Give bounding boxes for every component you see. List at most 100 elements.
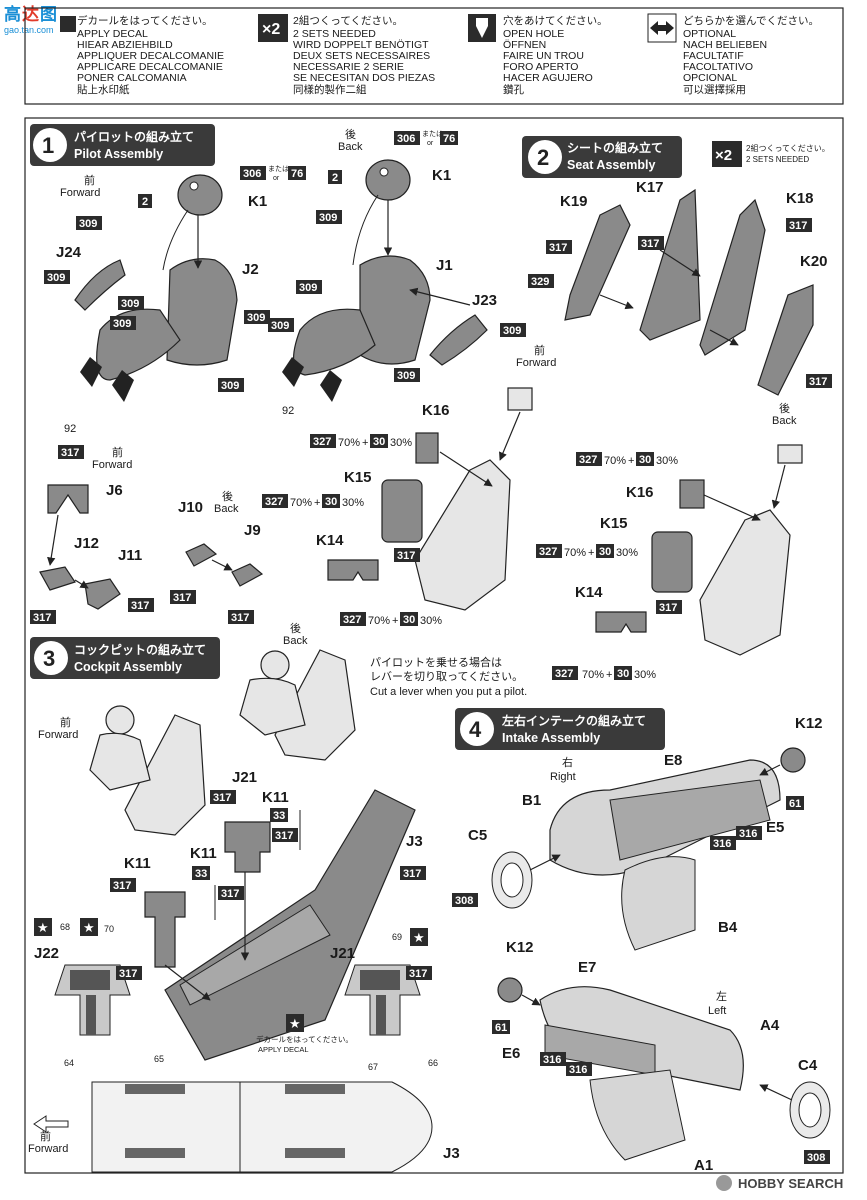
svg-text:+: + bbox=[628, 455, 634, 467]
svg-text:B4: B4 bbox=[718, 919, 738, 936]
svg-text:E8: E8 bbox=[664, 752, 682, 769]
svg-text:J21: J21 bbox=[330, 945, 355, 962]
svg-text:穴をあけてください。: 穴をあけてください。 bbox=[503, 14, 608, 27]
svg-text:NECESSARIE 2 SERIE: NECESSARIE 2 SERIE bbox=[293, 61, 404, 73]
svg-text:309: 309 bbox=[271, 320, 289, 332]
svg-text:シートの組み立て: シートの組み立て bbox=[567, 140, 663, 155]
svg-text:70%: 70% bbox=[582, 669, 604, 681]
svg-text:66: 66 bbox=[428, 1058, 438, 1068]
svg-text:後: 後 bbox=[779, 401, 790, 415]
svg-text:または: または bbox=[268, 165, 289, 173]
svg-text:前: 前 bbox=[60, 715, 71, 729]
step3-direction: 前 Forward 後 Back bbox=[38, 621, 308, 741]
svg-text:×2: ×2 bbox=[715, 147, 732, 164]
svg-text:30%: 30% bbox=[656, 455, 678, 467]
svg-text:2: 2 bbox=[332, 172, 338, 184]
svg-text:K18: K18 bbox=[786, 190, 814, 207]
svg-text:317: 317 bbox=[641, 238, 659, 250]
svg-text:前: 前 bbox=[84, 173, 95, 187]
svg-text:FAIRE UN TROU: FAIRE UN TROU bbox=[503, 50, 584, 62]
svg-text:317: 317 bbox=[173, 592, 191, 604]
legend-twice: 2組つくってください。 2 SETS NEEDED WIRD DOPPELT B… bbox=[293, 14, 435, 96]
svg-text:+: + bbox=[314, 497, 320, 509]
svg-text:309: 309 bbox=[397, 370, 415, 382]
svg-text:316: 316 bbox=[569, 1064, 587, 1076]
right-intake: 右 Right bbox=[491, 747, 806, 951]
svg-text:327: 327 bbox=[539, 546, 557, 558]
svg-text:FACOLTATIVO: FACOLTATIVO bbox=[683, 61, 753, 73]
svg-text:+: + bbox=[392, 615, 398, 627]
svg-text:+: + bbox=[588, 547, 594, 559]
svg-text:C5: C5 bbox=[468, 827, 487, 844]
svg-text:デカールをはってください。: デカールをはってください。 bbox=[77, 14, 213, 27]
svg-text:2組つくってください。: 2組つくってください。 bbox=[746, 143, 830, 153]
step1-labels-left: 2 306 または or 76 K1 J2 J24 309 309 309 30… bbox=[44, 165, 306, 435]
svg-text:デカールをはってください。: デカールをはってください。 bbox=[256, 1034, 353, 1044]
svg-text:HOBBY SEARCH: HOBBY SEARCH bbox=[738, 1176, 843, 1191]
svg-text:70%: 70% bbox=[338, 437, 360, 449]
svg-text:70%: 70% bbox=[604, 455, 626, 467]
svg-text:316: 316 bbox=[543, 1054, 561, 1066]
svg-text:パイロットの組み立て: パイロットの組み立て bbox=[74, 129, 194, 144]
svg-text:DEUX SETS NECESSAIRES: DEUX SETS NECESSAIRES bbox=[293, 50, 430, 62]
svg-text:Intake Assembly: Intake Assembly bbox=[502, 731, 600, 745]
svg-text:gao.tan.com: gao.tan.com bbox=[4, 25, 54, 35]
svg-text:J1: J1 bbox=[436, 257, 453, 274]
svg-text:70%: 70% bbox=[564, 547, 586, 559]
svg-text:または: または bbox=[422, 130, 443, 138]
svg-text:达: 达 bbox=[22, 4, 39, 24]
svg-text:30%: 30% bbox=[420, 615, 442, 627]
svg-text:HIEAR ABZIEHBILD: HIEAR ABZIEHBILD bbox=[77, 39, 173, 51]
svg-text:317: 317 bbox=[113, 880, 131, 892]
svg-text:J24: J24 bbox=[56, 244, 82, 261]
svg-text:Forward: Forward bbox=[28, 1143, 68, 1155]
svg-text:70: 70 bbox=[104, 924, 114, 934]
svg-text:APPLY DECAL: APPLY DECAL bbox=[77, 28, 148, 40]
seated-pilot-left bbox=[89, 705, 206, 836]
svg-text:30%: 30% bbox=[342, 497, 364, 509]
svg-text:316: 316 bbox=[713, 838, 731, 850]
svg-text:67: 67 bbox=[368, 1062, 378, 1072]
svg-text:30: 30 bbox=[599, 546, 611, 558]
svg-text:308: 308 bbox=[807, 1152, 825, 1164]
svg-text:パイロットを乗せる場合は: パイロットを乗せる場合は bbox=[370, 655, 502, 669]
svg-text:同樣的製作二組: 同樣的製作二組 bbox=[293, 83, 367, 96]
left-intake: 左 Left bbox=[497, 977, 831, 1161]
svg-text:どちらかを選んでください。: どちらかを選んでください。 bbox=[683, 14, 819, 27]
svg-text:327: 327 bbox=[265, 496, 283, 508]
svg-text:317: 317 bbox=[33, 612, 51, 624]
svg-text:30: 30 bbox=[325, 496, 337, 508]
svg-text:309: 309 bbox=[299, 282, 317, 294]
svg-text:309: 309 bbox=[319, 212, 337, 224]
svg-text:309: 309 bbox=[121, 298, 139, 310]
svg-text:A4: A4 bbox=[760, 1017, 780, 1034]
svg-text:K12: K12 bbox=[795, 715, 823, 732]
hobby-search-watermark: HOBBY SEARCH bbox=[716, 1175, 843, 1191]
svg-text:J12: J12 bbox=[74, 535, 99, 552]
svg-text:76: 76 bbox=[291, 168, 303, 180]
panel-j21: J21 69 ★ 317 bbox=[330, 928, 432, 1036]
svg-text:or: or bbox=[273, 175, 280, 182]
svg-text:前: 前 bbox=[112, 445, 123, 459]
svg-text:317: 317 bbox=[397, 550, 415, 562]
svg-text:J10: J10 bbox=[178, 499, 203, 516]
svg-text:NACH BELIEBEN: NACH BELIEBEN bbox=[683, 39, 767, 51]
svg-text:317: 317 bbox=[221, 888, 239, 900]
svg-text:J23: J23 bbox=[472, 292, 497, 309]
svg-text:APPLICARE DECALCOMANIE: APPLICARE DECALCOMANIE bbox=[77, 61, 223, 73]
svg-text:317: 317 bbox=[61, 447, 79, 459]
mix-left-2: 327 70% + 30 30% bbox=[262, 494, 364, 509]
svg-text:E7: E7 bbox=[578, 959, 596, 976]
svg-text:Cut a lever when you put a pil: Cut a lever when you put a pilot. bbox=[370, 686, 527, 698]
svg-text:J9: J9 bbox=[244, 522, 261, 539]
legend-hole: 穴をあけてください。 OPEN HOLE ÖFFNEN FAIRE UN TRO… bbox=[503, 14, 608, 96]
svg-text:317: 317 bbox=[131, 600, 149, 612]
svg-text:30%: 30% bbox=[616, 547, 638, 559]
svg-text:可以選擇採用: 可以選擇採用 bbox=[683, 83, 746, 96]
step1-labels-right: 306 または or 76 2 K1 309 J1 309 309 J23 30… bbox=[268, 130, 526, 417]
svg-text:K15: K15 bbox=[344, 469, 372, 486]
svg-text:APPLIQUER DECALCOMANIE: APPLIQUER DECALCOMANIE bbox=[77, 50, 224, 62]
svg-text:33: 33 bbox=[195, 868, 207, 880]
svg-text:317: 317 bbox=[549, 242, 567, 254]
seat-right-labels: K16 K15 K14 317 327 70% + 30 30% 327 70%… bbox=[536, 452, 682, 681]
